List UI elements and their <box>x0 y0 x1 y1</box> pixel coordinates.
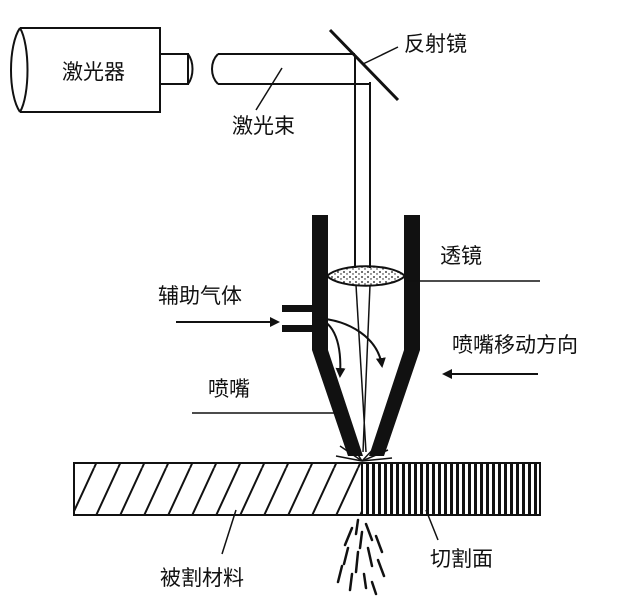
laser-source: 激光器 <box>10 27 194 113</box>
assist-gas: 辅助气体 <box>158 284 386 378</box>
nozzle-body <box>282 215 420 456</box>
mirror: 反射镜 <box>328 28 467 102</box>
focused-beam <box>355 284 371 453</box>
material-callout: 被割材料 <box>160 509 244 590</box>
lens: 透镜 <box>325 244 540 287</box>
cut-surface-callout: 切割面 <box>425 509 493 571</box>
cut-surface-label: 切割面 <box>430 547 493 571</box>
beam-label: 激光束 <box>232 114 295 138</box>
nozzle-direction: 喷嘴移动方向 <box>442 333 578 379</box>
nozzle-label: 喷嘴 <box>208 377 250 401</box>
assist-gas-label: 辅助气体 <box>158 284 242 308</box>
material-label: 被割材料 <box>160 566 244 590</box>
nozzle-direction-label: 喷嘴移动方向 <box>452 333 578 357</box>
sparks-below <box>336 518 386 596</box>
laser-beam-vertical <box>354 56 371 268</box>
workpiece <box>73 462 541 516</box>
lens-label: 透镜 <box>440 244 482 268</box>
nozzle-callout: 喷嘴 <box>192 377 340 414</box>
spark-burst <box>335 441 393 462</box>
laser-beam-horizontal: 激光束 <box>211 53 370 138</box>
laser-label: 激光器 <box>62 60 125 84</box>
mirror-label: 反射镜 <box>404 32 467 56</box>
